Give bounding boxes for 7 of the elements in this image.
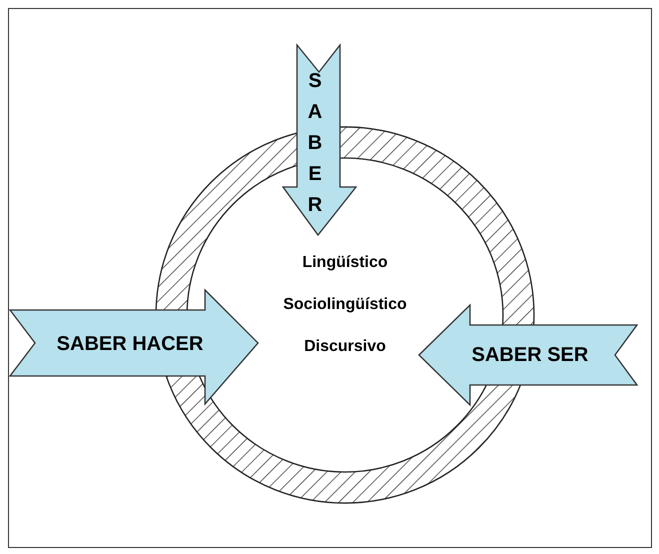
arrow-label: SABER SER [470,343,590,368]
block-arrow [280,42,360,238]
arrow-label: SABER [306,69,324,218]
ring-label: Discursivo [304,337,386,357]
arrow-label: SABER HACER [56,332,204,357]
ring-label: Lingüístico [302,253,388,273]
ring-label: Sociolingüístico [283,295,407,315]
